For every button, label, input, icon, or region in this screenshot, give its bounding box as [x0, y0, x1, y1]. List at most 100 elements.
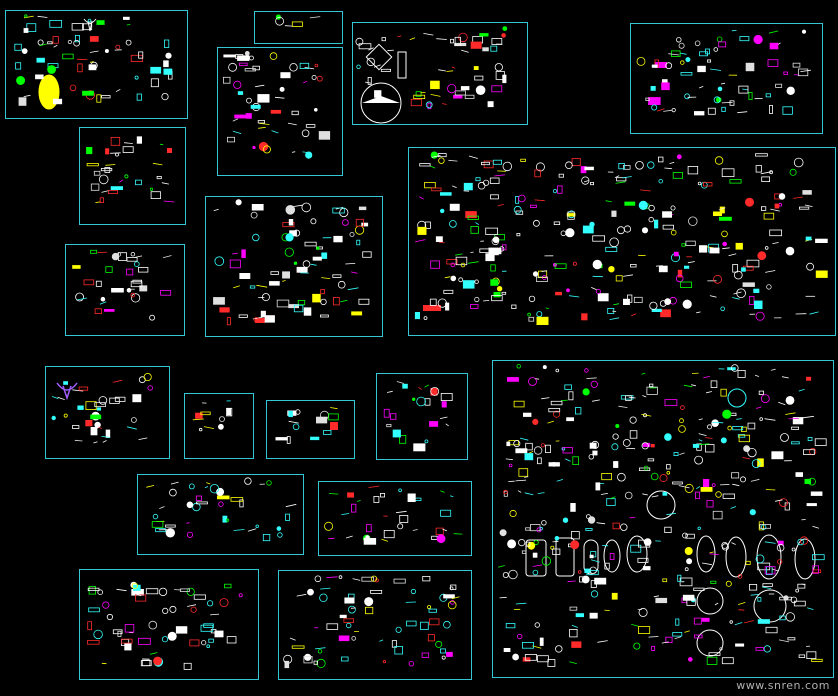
cad-mark — [609, 237, 619, 248]
cad-mark — [396, 381, 405, 384]
cad-mark — [421, 652, 430, 658]
block-frame-bath[interactable] — [137, 474, 304, 555]
block-frame-office[interactable] — [79, 127, 186, 225]
cad-mark — [748, 92, 753, 100]
cad-mark — [622, 438, 631, 447]
cad-mark — [379, 639, 384, 642]
cad-mark — [548, 407, 561, 413]
cad-mark — [536, 527, 542, 533]
block-frame-decor-antlers[interactable] — [5, 10, 188, 119]
cad-mark — [815, 270, 828, 278]
cad-mark — [303, 307, 312, 316]
red-element-icon — [167, 148, 441, 430]
cad-mark — [735, 242, 743, 250]
block-frame-top-right[interactable] — [630, 23, 823, 134]
cad-mark — [552, 189, 558, 194]
cad-mark — [317, 649, 323, 654]
cad-mark — [397, 523, 404, 530]
cad-mark — [807, 436, 813, 441]
cad-mark — [482, 47, 489, 52]
cad-mark — [792, 417, 804, 425]
cad-mark — [269, 281, 280, 286]
block-frame-small-top[interactable] — [254, 11, 343, 44]
cad-mark — [470, 304, 479, 309]
block-frame-plants[interactable] — [217, 47, 343, 176]
block-frame-chairs[interactable] — [376, 373, 468, 460]
cad-mark — [722, 247, 730, 250]
cad-mark — [488, 247, 499, 256]
cad-mark — [122, 146, 134, 153]
cad-mark — [579, 576, 585, 583]
cad-mark — [347, 287, 359, 291]
block-frame-sofas[interactable] — [408, 147, 836, 336]
cad-mark — [572, 261, 577, 266]
block-frame-small-b[interactable] — [266, 400, 355, 459]
cad-mark — [684, 567, 689, 572]
cad-mark — [138, 437, 148, 440]
cad-mark — [490, 194, 499, 200]
cad-mark — [165, 528, 176, 538]
cad-mark — [445, 423, 449, 427]
cad-mark — [135, 179, 142, 186]
cad-mark — [697, 181, 702, 186]
cad-mark — [316, 246, 320, 250]
cad-mark — [589, 612, 598, 619]
cad-mark — [666, 470, 671, 475]
block-frame-decor-2[interactable] — [45, 366, 170, 459]
block-frame-small-a[interactable] — [184, 393, 254, 459]
cad-mark — [662, 211, 673, 218]
cad-mark — [662, 492, 668, 496]
block-frame-misc[interactable] — [278, 570, 472, 680]
cad-mark — [395, 510, 407, 514]
cad-mark — [207, 600, 214, 607]
cad-mark — [554, 263, 567, 269]
cad-mark — [83, 279, 95, 286]
cad-mark — [101, 95, 111, 99]
block-frame-figures[interactable] — [65, 244, 185, 336]
cad-mark — [812, 554, 825, 561]
cad-mark — [130, 292, 136, 298]
cad-mark — [648, 216, 654, 223]
cad-mark — [415, 91, 422, 97]
cad-mark — [443, 289, 454, 294]
cad-mark — [285, 205, 296, 215]
cad-mark — [168, 633, 174, 640]
cad-mark — [766, 566, 773, 576]
cad-mark — [754, 300, 763, 309]
cad-mark — [395, 626, 402, 633]
cad-mark — [429, 165, 436, 169]
cad-mark — [105, 266, 113, 273]
cad-mark — [303, 81, 308, 84]
cad-mark — [275, 437, 288, 441]
cad-mark — [264, 315, 275, 323]
cad-mark — [749, 296, 755, 305]
cad-mark — [664, 433, 672, 441]
cad-mark — [269, 52, 278, 60]
cad-mark — [100, 167, 113, 172]
block-frame-kitchen[interactable] — [79, 569, 259, 680]
cad-mark — [302, 151, 309, 153]
cad-mark — [802, 415, 814, 419]
block-frame-compass[interactable] — [352, 22, 528, 125]
block-frame-tables[interactable] — [492, 360, 834, 678]
cad-mark — [761, 176, 771, 182]
cad-mark — [731, 472, 740, 479]
cad-mark — [339, 614, 347, 619]
cad-mark — [560, 399, 568, 402]
cad-mark — [208, 638, 214, 643]
cad-mark — [721, 657, 734, 665]
cad-mark — [760, 171, 772, 175]
cad-mark — [718, 41, 727, 48]
cad-mark — [502, 161, 513, 172]
block-frame-fixtures[interactable] — [205, 196, 383, 337]
cad-mark — [625, 395, 632, 401]
block-frame-equipment[interactable] — [318, 481, 472, 556]
cad-mark — [694, 634, 703, 639]
cad-mark — [711, 419, 719, 428]
cad-mark — [672, 481, 683, 485]
cad-mark — [755, 311, 765, 321]
cad-mark — [304, 653, 312, 661]
cad-mark — [24, 14, 28, 18]
cad-mark — [252, 145, 256, 150]
